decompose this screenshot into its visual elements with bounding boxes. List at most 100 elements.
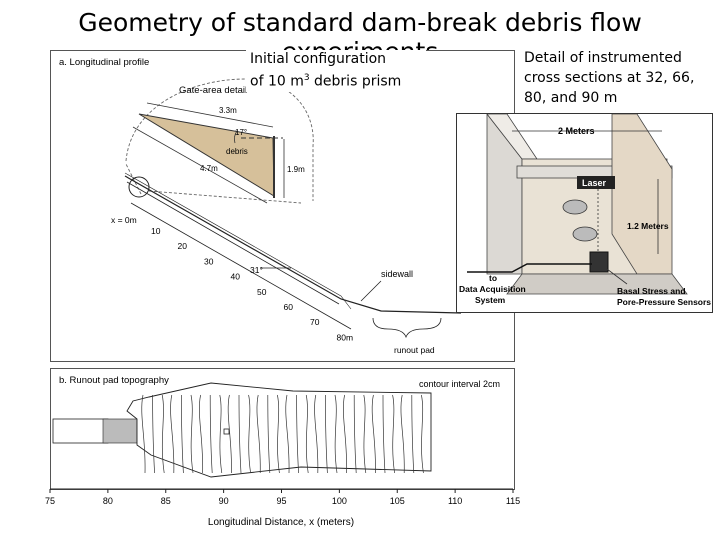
distance-tick-labels: 10 20 30 40 50 60 70 80m [151, 226, 353, 342]
laser-box [577, 176, 615, 189]
runout-brace [372, 317, 442, 339]
distance-tick-label: 70 [310, 317, 320, 327]
detail-line1: Detail of instrumented [524, 50, 682, 66]
angle-label: 17° [235, 128, 247, 137]
distance-tick-label: 50 [257, 287, 267, 297]
x0-label: x = 0m [111, 215, 137, 225]
initial-config-suffix: debris prism [309, 73, 402, 90]
contour-line [334, 394, 338, 474]
sensor-line1: Basal Stress and [617, 286, 686, 296]
longitudinal-profile-panel: a. Longitudinal profile Gate-area detail… [50, 50, 515, 362]
contour-line [248, 394, 251, 474]
cross-section-diagram: Laser 2 Meters 1.2 Meters to Data Acquis… [459, 112, 711, 307]
contour-line [181, 394, 184, 474]
contour-line [190, 394, 194, 474]
contour-line [400, 394, 405, 474]
dim-height-label: 1.9m [287, 165, 305, 174]
distance-tick-label: 40 [231, 272, 241, 282]
contour-line [152, 394, 155, 474]
dim-bottom-line [132, 126, 268, 204]
distance-tick-label: 60 [284, 302, 294, 312]
to-label: to [489, 273, 497, 283]
sensor-unit [589, 251, 609, 273]
channel-hatch [102, 418, 138, 444]
width-label: 2 Meters [558, 126, 595, 136]
contour-line [199, 394, 204, 474]
cross-section-caption: Detail of instrumented cross sections at… [524, 48, 716, 108]
axis-title: Longitudinal Distance, x (meters) [208, 517, 354, 528]
dim-top-line [146, 102, 274, 128]
flume-surface [124, 175, 462, 314]
flume-channel [52, 418, 109, 444]
gate-circle [128, 176, 150, 198]
panel-b-label: b. Runout pad topography [59, 375, 169, 386]
contour-line [343, 394, 348, 474]
contour-line [325, 394, 328, 474]
contour-line [285, 394, 290, 474]
center-marker [223, 428, 230, 435]
axis-tick-label: 90 [219, 496, 229, 506]
distance-tick-label: 10 [151, 226, 161, 236]
distance-axis [130, 202, 352, 330]
initial-config-line2: of 10 m3 debris prism [250, 69, 422, 92]
panel-a-label: a. Longitudinal profile [59, 57, 149, 68]
cross-section-panel: Laser 2 Meters 1.2 Meters to Data Acquis… [456, 112, 713, 313]
initial-config-prefix: of 10 m [250, 73, 304, 90]
slope-angle-label: 31° [250, 265, 263, 275]
contour-line [161, 394, 165, 474]
axis-tick-label: 110 [448, 496, 462, 506]
sensor-plate-lower [572, 226, 598, 242]
contour-line [421, 394, 424, 474]
laser-label: Laser [582, 178, 607, 188]
contour-line [353, 394, 357, 474]
runout-pad-outline [126, 382, 432, 478]
runout-topography-diagram: b. Runout pad topography contour interva… [52, 375, 500, 478]
contour-line [371, 394, 376, 474]
contour-line [296, 394, 299, 474]
initial-configuration-caption: Initial configuration of 10 m3 debris pr… [246, 50, 426, 92]
sensor-leader [606, 268, 628, 285]
sidewall-leader [360, 280, 382, 302]
debris-prism [138, 113, 275, 197]
distance-tick-label: 80m [337, 332, 354, 342]
axis-tick-label: 100 [332, 496, 347, 506]
contour-line [267, 394, 271, 474]
distance-tick-label: 20 [178, 241, 188, 251]
runout-label: runout pad [394, 345, 435, 355]
contour-line [411, 394, 415, 474]
sidewall-label: sidewall [381, 269, 413, 279]
magnifier-line-right [148, 190, 302, 204]
angle-arc [234, 130, 238, 144]
height-label: 1.2 Meters [627, 221, 669, 231]
contour-line [363, 394, 367, 474]
contour-line [392, 394, 395, 474]
distance-tick-label: 30 [204, 256, 214, 266]
contour-line [256, 394, 261, 474]
contour-line [238, 394, 242, 474]
detail-line3: 80, and 90 m [524, 90, 618, 106]
contour-line [209, 394, 213, 474]
initial-config-line1: Initial configuration [250, 51, 387, 67]
contour-line [219, 394, 223, 474]
dim-top-label: 3.3m [219, 106, 237, 115]
contour-line [170, 394, 175, 474]
dim-bottom-label: 4.7m [200, 164, 218, 173]
gate-detail-label: Gate-area detail [179, 85, 247, 96]
das-line1: Data Acquisition [459, 284, 526, 294]
longitudinal-profile-diagram: a. Longitudinal profile Gate-area detail… [59, 57, 462, 355]
contour-line [141, 394, 146, 474]
axis-tick-label: 80 [103, 496, 113, 506]
sidewall-top [124, 172, 352, 310]
contour-line [382, 394, 386, 474]
contour-interval-label: contour interval 2cm [419, 379, 500, 389]
contour-line [227, 394, 232, 474]
axis-tick-label: 85 [161, 496, 171, 506]
sensor-plate-upper [562, 199, 588, 215]
axis-tick-label: 95 [276, 496, 286, 506]
contour-line [314, 394, 319, 474]
debris-label: debris [226, 147, 248, 156]
das-line2: System [475, 295, 506, 305]
detail-line2: cross sections at 32, 66, [524, 70, 695, 86]
